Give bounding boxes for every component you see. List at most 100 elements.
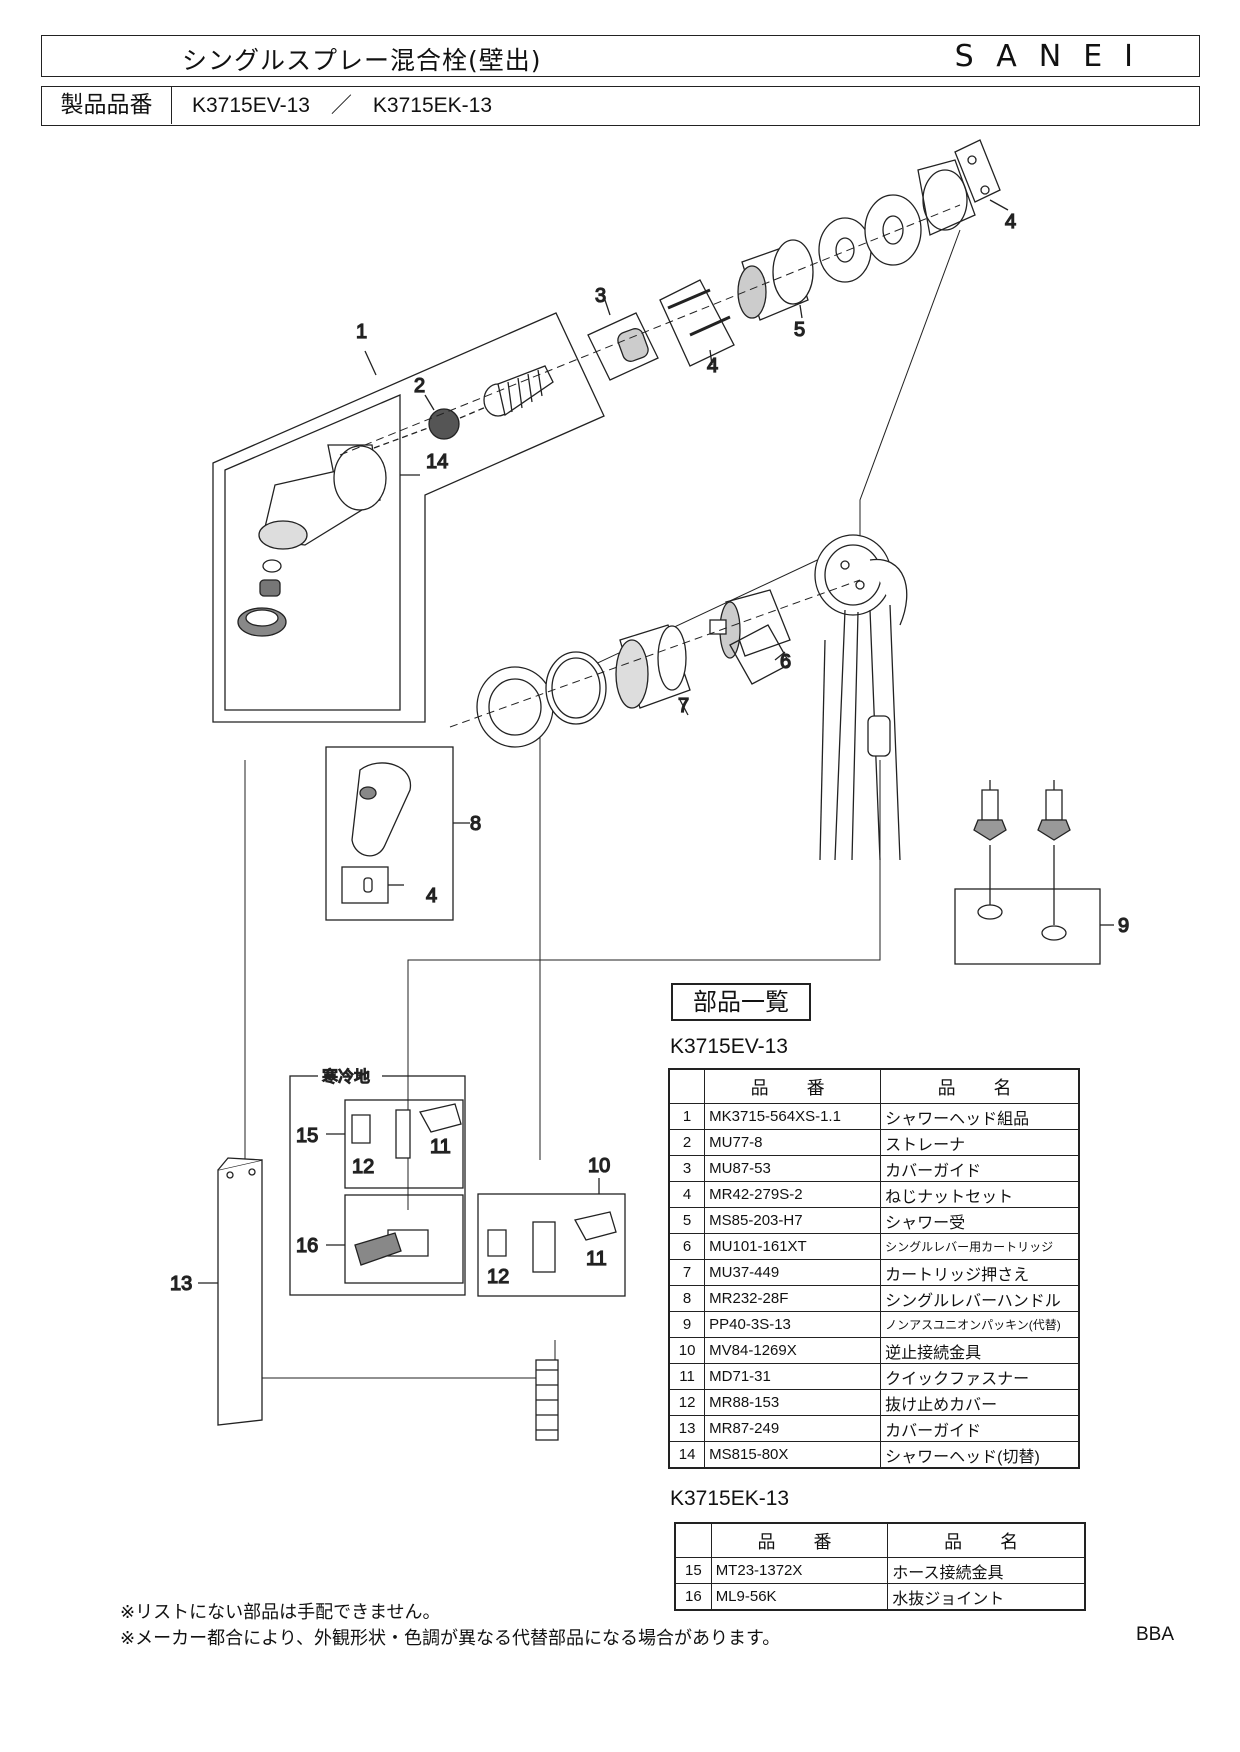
part-no-cell: 6 bbox=[668, 1233, 706, 1260]
part-no-cell: 4 bbox=[668, 1181, 706, 1208]
title-bar: シングルスプレー混合栓(壁出) SANEI bbox=[41, 35, 1200, 77]
model-bar: 製品品番 K3715EV-13 ／ K3715EK-13 bbox=[41, 86, 1200, 126]
cartridge-holder-shape bbox=[615, 624, 691, 709]
table-header-row: 品 番 品 名 bbox=[668, 1068, 1080, 1104]
plate-a-shape bbox=[818, 217, 872, 283]
part-no-cell: 8 bbox=[668, 1285, 706, 1312]
part-name-cell: カバーガイド bbox=[880, 1155, 1080, 1182]
part-code-cell: MR87-249 bbox=[704, 1415, 882, 1442]
lever-handle-shape bbox=[351, 762, 412, 857]
callout-13: 13 bbox=[170, 1273, 192, 1295]
callout-7: 7 bbox=[678, 695, 689, 717]
part-no-cell: 11 bbox=[668, 1363, 706, 1390]
group3-outline bbox=[587, 312, 659, 381]
document-title: シングルスプレー混合栓(壁出) bbox=[182, 46, 542, 75]
union-packing-shape bbox=[973, 780, 1071, 941]
hose-end-shape bbox=[535, 1359, 559, 1441]
part-no-cell: 14 bbox=[668, 1441, 706, 1469]
callout-10: 10 bbox=[588, 1155, 610, 1177]
group8-outline bbox=[325, 746, 454, 921]
part-name-cell: カバーガイド bbox=[880, 1415, 1080, 1442]
part-code-cell: MU87-53 bbox=[704, 1155, 882, 1182]
model-label: 製品品番 bbox=[42, 87, 172, 124]
part-code-cell: PP40-3S-13 bbox=[704, 1311, 882, 1338]
part-name-cell: クイックファスナー bbox=[880, 1363, 1080, 1390]
group9-outline bbox=[954, 888, 1101, 965]
part-code-cell: MU37-449 bbox=[704, 1259, 882, 1286]
part-name-cell: シャワーヘッド組品 bbox=[880, 1103, 1080, 1130]
callout-14: 14 bbox=[426, 451, 448, 473]
group8-screw-box bbox=[341, 866, 389, 904]
group16-outline bbox=[344, 1194, 464, 1284]
cover-guide-13-shape bbox=[217, 1157, 263, 1426]
cover-guide-shape bbox=[617, 328, 649, 362]
callout-15: 15 bbox=[296, 1125, 318, 1147]
part-no-cell: 7 bbox=[668, 1259, 706, 1286]
callout-4-handle: 4 bbox=[426, 885, 437, 907]
part-name-cell: カートリッジ押さえ bbox=[880, 1259, 1080, 1286]
spring-shape bbox=[483, 365, 554, 417]
callout-5: 5 bbox=[794, 319, 805, 341]
callout-12-group10: 12 bbox=[487, 1266, 509, 1288]
part-no-cell: 12 bbox=[668, 1389, 706, 1416]
parts-list-heading: 部品一覧 bbox=[671, 983, 811, 1021]
parts-group-model-ek: K3715EK-13 bbox=[670, 1487, 790, 1510]
screw-shape bbox=[667, 288, 711, 310]
callout-1: 1 bbox=[356, 321, 367, 343]
part-code-cell: MR88-153 bbox=[704, 1389, 882, 1416]
part-code-cell: MR232-28F bbox=[704, 1285, 882, 1312]
part-code-cell: MS815-80X bbox=[704, 1441, 882, 1469]
part-code-cell: MR42-279S-2 bbox=[704, 1181, 882, 1208]
part-name-cell: ノンアスユニオンパッキン(代替) bbox=[880, 1311, 1080, 1338]
part-no-cell: 1 bbox=[668, 1103, 706, 1130]
part-no-cell: 2 bbox=[668, 1129, 706, 1156]
document-code: BBA bbox=[1135, 1624, 1174, 1645]
column-header-name: 品 名 bbox=[887, 1522, 1086, 1558]
plate-b-shape bbox=[864, 194, 922, 266]
callout-8: 8 bbox=[470, 813, 481, 835]
column-header-name: 品 名 bbox=[880, 1068, 1080, 1104]
part-name-cell: シャワーヘッド(切替) bbox=[880, 1441, 1080, 1469]
part-name-cell: ホース接続金具 bbox=[887, 1557, 1086, 1584]
hose-lines bbox=[819, 604, 901, 861]
cartridge-shape bbox=[709, 589, 791, 659]
group6-outline bbox=[729, 624, 791, 685]
callout-4-bracket: 4 bbox=[1005, 211, 1016, 233]
callout-9: 9 bbox=[1118, 915, 1129, 937]
group14-outline bbox=[224, 394, 401, 711]
part-name-cell: シングルレバーハンドル bbox=[880, 1285, 1080, 1312]
callout-11-group10: 11 bbox=[586, 1248, 607, 1270]
exploded-parts-diagram: 1 2 3 4 5 4 4 6 7 8 9 10 11 12 11 12 13 … bbox=[169, 139, 1130, 1441]
part-code-cell: MU101-161XT bbox=[704, 1233, 882, 1260]
part-no-cell: 13 bbox=[668, 1415, 706, 1442]
part-code-cell: ML9-56K bbox=[710, 1583, 889, 1611]
part-no-cell: 16 bbox=[674, 1583, 712, 1611]
group4-outline bbox=[659, 279, 735, 367]
callout-2: 2 bbox=[414, 375, 425, 397]
parts-group-model-ev: K3715EV-13 bbox=[670, 1035, 788, 1058]
model-numbers: K3715EV-13 ／ K3715EK-13 bbox=[192, 94, 493, 117]
footnotes: ※リストにない部品は手配できません。 ※メーカー都合により、外観形状・色調が異な… bbox=[120, 1600, 780, 1652]
callout-6: 6 bbox=[780, 651, 791, 673]
part-no-cell: 5 bbox=[668, 1207, 706, 1234]
group1-outline bbox=[212, 312, 605, 723]
group15-outline bbox=[344, 1099, 464, 1189]
shower-head-shape bbox=[258, 444, 387, 550]
callout-16: 16 bbox=[296, 1235, 318, 1257]
part-no-cell: 9 bbox=[668, 1311, 706, 1338]
part-name-cell: シャワー受 bbox=[880, 1207, 1080, 1234]
strainer-shape bbox=[428, 408, 460, 440]
